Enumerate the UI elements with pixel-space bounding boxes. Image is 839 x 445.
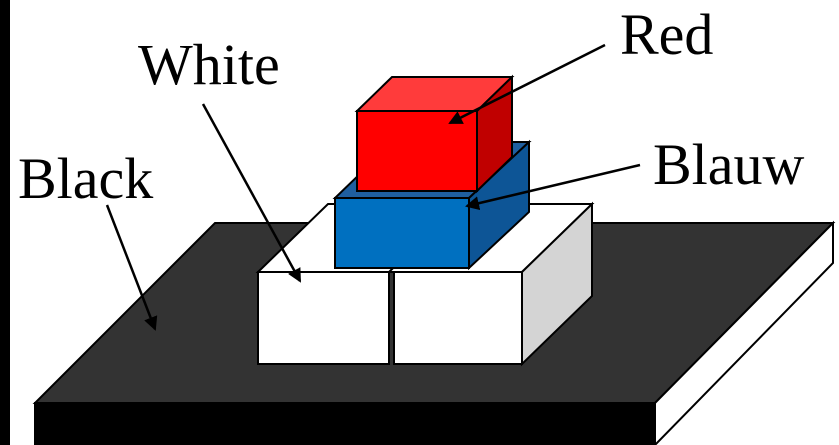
white-blocks [255,201,595,367]
arrow-red [448,43,606,125]
white-block-right [393,271,523,365]
label-white: White [138,32,280,97]
red-block [354,74,515,194]
black-base-side [654,220,834,445]
label-black: Black [18,146,153,211]
red-block-front [356,110,478,192]
arrow-blauw [465,163,641,211]
black-base-front [34,402,656,445]
blue-block-front [334,197,470,269]
arrow-black [105,204,158,331]
label-red: Red [620,2,713,67]
white-block-left [257,271,390,365]
left-border [0,0,10,445]
arrow-white [201,103,302,283]
label-blauw: Blauw [653,132,805,197]
